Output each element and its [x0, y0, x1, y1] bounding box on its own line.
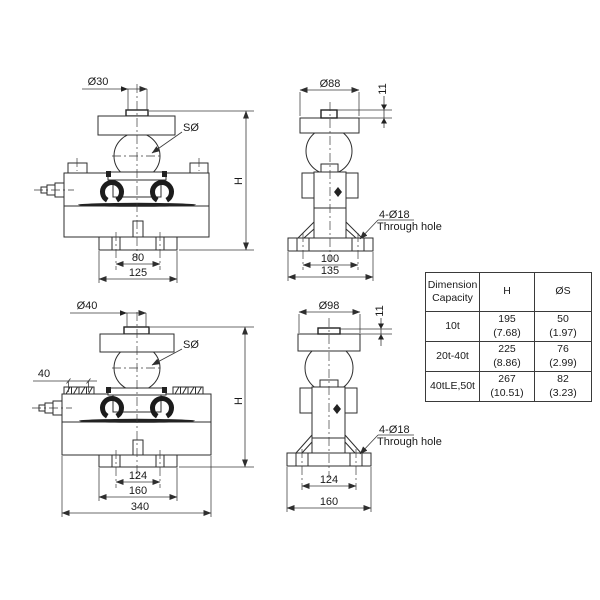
- svg-text:11: 11: [374, 305, 386, 316]
- base-plate: [98, 450, 178, 488]
- dim-height-h: H: [150, 326, 254, 468]
- svg-text:H: H: [233, 177, 245, 185]
- label-through-hole: 4-Ø18 Through hole: [359, 209, 442, 240]
- view-bottom-front: Ø40 H SØ 40 124: [32, 300, 254, 517]
- header-os: ØS: [534, 272, 592, 312]
- svg-text:80: 80: [132, 252, 144, 264]
- dim-base-160: 160: [98, 468, 178, 501]
- svg-text:Ø30: Ø30: [88, 76, 109, 88]
- cell-h: 267(10.51): [479, 371, 535, 402]
- svg-text:11: 11: [377, 83, 389, 94]
- svg-text:Through hole: Through hole: [377, 221, 442, 233]
- top-cap: [299, 117, 360, 134]
- serrated-strip-left: [63, 386, 95, 395]
- dim-flange-135: 135: [287, 252, 374, 281]
- cell-capacity: 20t-40t: [425, 341, 480, 372]
- svg-text:4-Ø18: 4-Ø18: [379, 209, 410, 221]
- cell-capacity: 10t: [425, 311, 480, 342]
- cell-h: 225(8.86): [479, 341, 535, 372]
- dim-dia-30: Ø30: [82, 76, 148, 110]
- cell-capacity: 40tLE,50t: [425, 371, 480, 402]
- dim-bolt-span-100: 100: [302, 253, 359, 268]
- header-h: H: [479, 272, 535, 312]
- view-bottom-side: Ø98 11 4-Ø18 Through hole 124 160: [286, 300, 442, 512]
- vent-plug: [334, 187, 342, 197]
- dim-stud-11: 11: [337, 83, 392, 128]
- dim-flange-160: 160: [286, 467, 372, 512]
- dim-dia-88: Ø88: [299, 78, 360, 116]
- retainer-hook-left: [100, 179, 124, 203]
- cell-os: 82(3.23): [534, 371, 592, 402]
- svg-text:4-Ø18: 4-Ø18: [379, 424, 410, 436]
- header-capacity: Dimension Capacity: [425, 272, 480, 312]
- cell-os: 76(2.99): [534, 341, 592, 372]
- label-through-hole: 4-Ø18 Through hole: [359, 424, 442, 455]
- serrated-strip-right: [172, 386, 204, 395]
- base-plate: [98, 232, 178, 270]
- dim-bolt-span-124: 124: [115, 470, 161, 485]
- cable-connector: [32, 400, 72, 416]
- svg-text:H: H: [233, 397, 245, 405]
- view-top-front: Ø30 H SØ 80 125: [34, 76, 254, 283]
- svg-text:125: 125: [129, 267, 147, 279]
- dim-base-125: 125: [98, 251, 178, 283]
- table-header-row: Dimension Capacity H ØS: [425, 272, 592, 312]
- svg-text:160: 160: [320, 496, 338, 508]
- retainer-hook-right: [150, 179, 174, 203]
- svg-text:Ø98: Ø98: [319, 300, 340, 312]
- dim-body-340: 340: [61, 456, 212, 517]
- retainer-hook-left: [100, 395, 124, 419]
- svg-text:SØ: SØ: [183, 122, 199, 134]
- dim-stud-11: 11: [340, 305, 392, 346]
- svg-text:340: 340: [131, 501, 149, 513]
- svg-text:Ø40: Ø40: [77, 300, 98, 312]
- svg-text:124: 124: [320, 474, 338, 486]
- svg-text:40: 40: [38, 368, 50, 380]
- dim-dia-98: Ø98: [298, 300, 361, 333]
- dim-bolt-span-80: 80: [115, 252, 161, 267]
- dim-offset-40: 40: [33, 368, 97, 392]
- svg-text:Through hole: Through hole: [377, 436, 442, 448]
- dim-dia-40: Ø40: [70, 300, 147, 327]
- table-row: 10t 195(7.68) 50(1.97): [425, 311, 592, 342]
- svg-text:SØ: SØ: [183, 339, 199, 351]
- svg-text:124: 124: [129, 470, 147, 482]
- svg-text:135: 135: [321, 265, 339, 277]
- vent-plug: [333, 404, 341, 414]
- top-cap: [97, 115, 176, 136]
- dimension-table: Dimension Capacity H ØS 10t 195(7.68) 50…: [425, 272, 592, 402]
- dim-height-h: H: [149, 110, 254, 251]
- retainer-hook-right: [150, 395, 174, 419]
- cable-connector: [34, 182, 74, 198]
- cell-os: 50(1.97): [534, 311, 592, 342]
- svg-text:160: 160: [129, 485, 147, 497]
- svg-text:100: 100: [321, 253, 339, 265]
- view-top-side: Ø88 11 4-Ø18 Through hole 100 135: [287, 78, 442, 281]
- table-row: 20t-40t 225(8.86) 76(2.99): [425, 341, 592, 372]
- table-row: 40tLE,50t 267(10.51) 82(3.23): [425, 371, 592, 402]
- label-ball-dia: SØ: [151, 339, 199, 366]
- svg-text:Ø88: Ø88: [320, 78, 341, 90]
- cell-h: 195(7.68): [479, 311, 535, 342]
- label-ball-dia: SØ: [151, 122, 199, 154]
- dim-bolt-span-124: 124: [301, 474, 357, 489]
